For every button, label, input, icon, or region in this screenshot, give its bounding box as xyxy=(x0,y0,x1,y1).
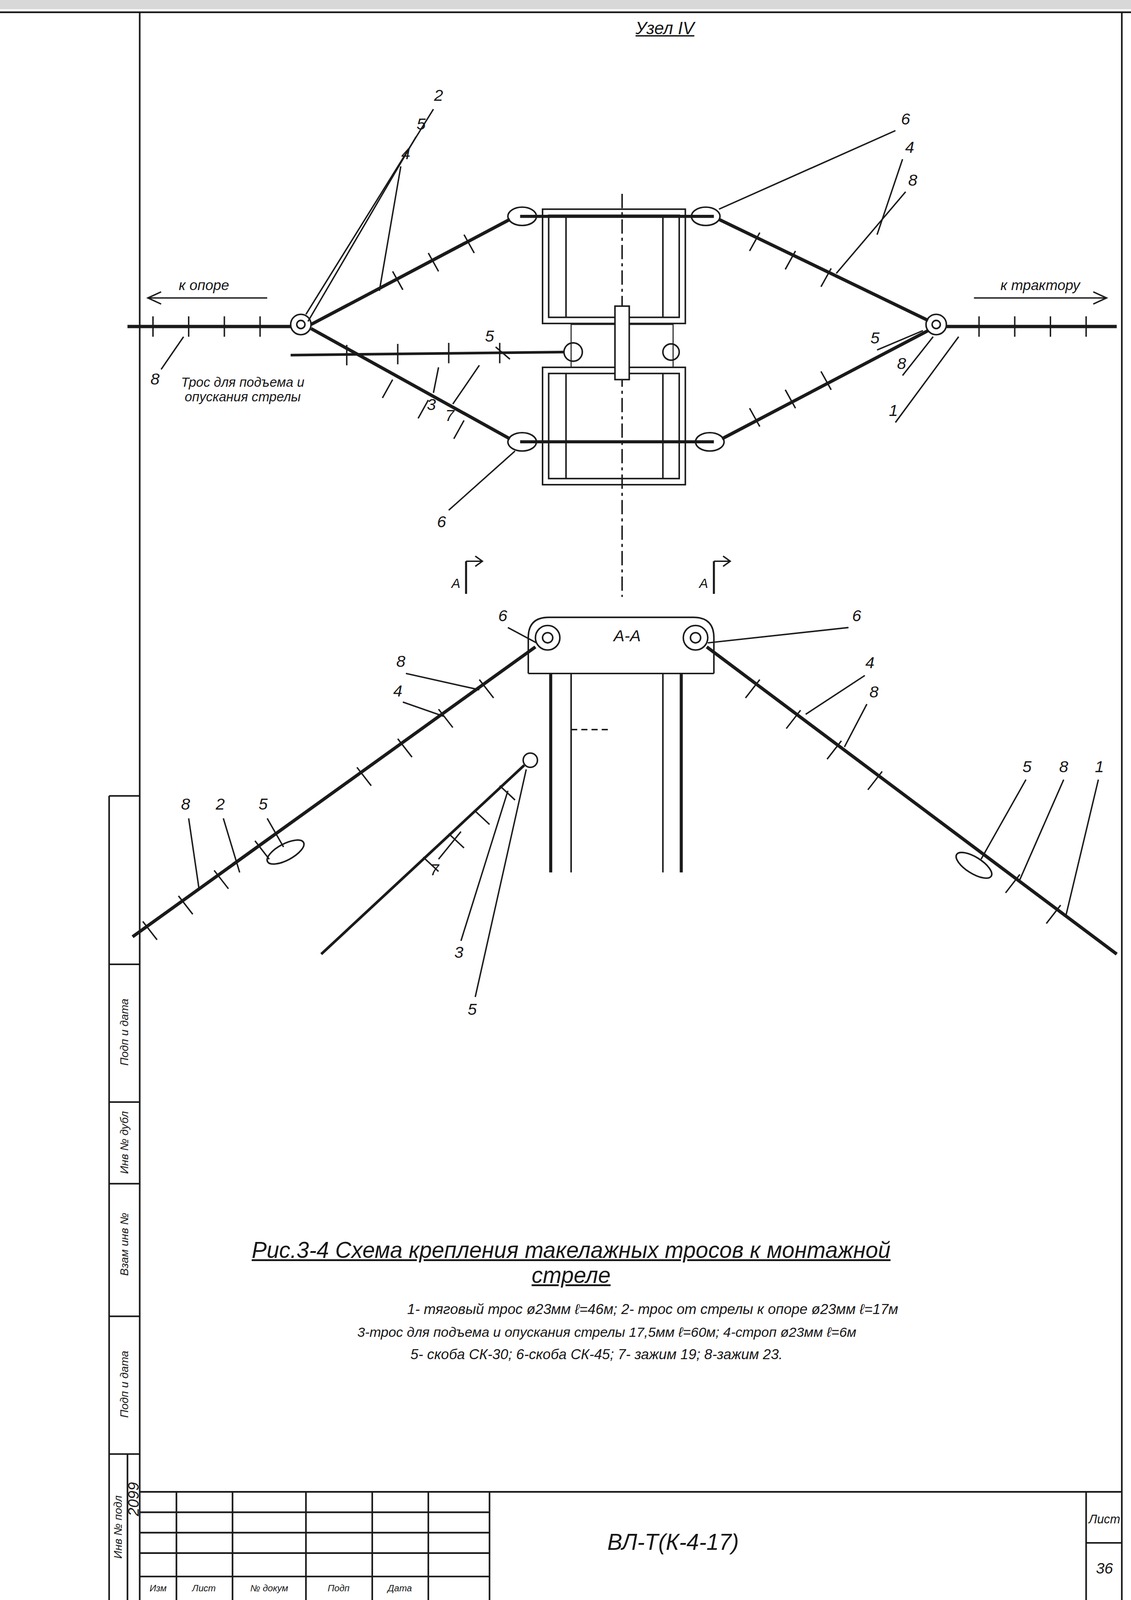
callout-number: 8 xyxy=(907,171,918,190)
callout-number: 4 xyxy=(905,139,915,157)
callout-number: 5 xyxy=(870,329,880,348)
callout-number: 5 xyxy=(467,1000,477,1019)
section-mark: А xyxy=(699,575,708,591)
direction-note: к трактору xyxy=(1000,277,1080,294)
callout-number: 6 xyxy=(436,513,447,531)
callout-number: 7 xyxy=(430,861,440,879)
callout-number: 8 xyxy=(1058,757,1069,776)
stamp-cell: Лист xyxy=(191,1582,216,1593)
callout-number: 5 xyxy=(416,115,426,134)
direction-note: к опоре xyxy=(178,277,229,294)
callout-number: 5 xyxy=(1022,757,1032,776)
callout-number: 4 xyxy=(865,653,875,672)
callout-number: 1 xyxy=(888,402,898,421)
callout-number: 7 xyxy=(445,407,455,426)
stamp-cell: Взам инв № xyxy=(118,1212,131,1276)
callout-number: 1 xyxy=(1094,757,1105,776)
stamp-cell: Подп и дата xyxy=(118,1350,131,1418)
callout-number: 2 xyxy=(434,87,444,105)
callout-number: 8 xyxy=(897,355,907,374)
cable-note: Трос для подъема и опускания стрелы xyxy=(180,374,306,405)
callout-number: 3 xyxy=(426,395,436,414)
callout-number: 4 xyxy=(393,682,403,701)
callout-number: 3 xyxy=(454,943,464,962)
callout-number: 5 xyxy=(258,795,268,814)
stamp-cell: Изм xyxy=(149,1582,167,1593)
sheet-label: Лист xyxy=(1088,1512,1121,1527)
section-mark: А xyxy=(451,575,461,591)
callout-number: 4 xyxy=(401,145,411,163)
callout-number: 8 xyxy=(150,370,160,389)
stamp-cell: Дата xyxy=(387,1582,412,1593)
callout-number: 6 xyxy=(901,110,911,129)
callout-number: 2 xyxy=(215,795,225,814)
section-title: А-А xyxy=(613,627,641,646)
stamp-cell: Инв № подл xyxy=(112,1494,125,1559)
callout-number: 8 xyxy=(869,683,879,702)
callout-number: 6 xyxy=(851,607,862,625)
legend-note: 3-трос для подъема и опускания стрелы 17… xyxy=(357,1324,857,1340)
stamp-cell: Подп xyxy=(327,1582,350,1593)
stamp-cell: Подп и дата xyxy=(118,998,131,1066)
stamp-cell: Инв № дубл xyxy=(118,1110,131,1174)
view-title: Узел IV xyxy=(635,19,695,39)
document-code: ВЛ-Т(К-4-17) xyxy=(607,1529,739,1555)
legend-note: 5- скоба СК-30; 6-скоба СК-45; 7- зажим … xyxy=(410,1346,783,1363)
figure-caption: Рис.3-4 Схема крепления такелажных тросо… xyxy=(234,1237,908,1287)
callout-number: 6 xyxy=(498,607,508,625)
stamp-cell: 2099 xyxy=(124,1482,142,1517)
callout-number: 8 xyxy=(181,795,191,814)
sheet-number: 36 xyxy=(1095,1560,1113,1578)
callout-number: 5 xyxy=(484,327,494,346)
callout-number: 8 xyxy=(396,653,406,671)
stamp-cell: № докум xyxy=(250,1582,289,1593)
legend-note: 1- тяговый трос ø23мм ℓ=46м; 2- трос от … xyxy=(407,1301,899,1318)
